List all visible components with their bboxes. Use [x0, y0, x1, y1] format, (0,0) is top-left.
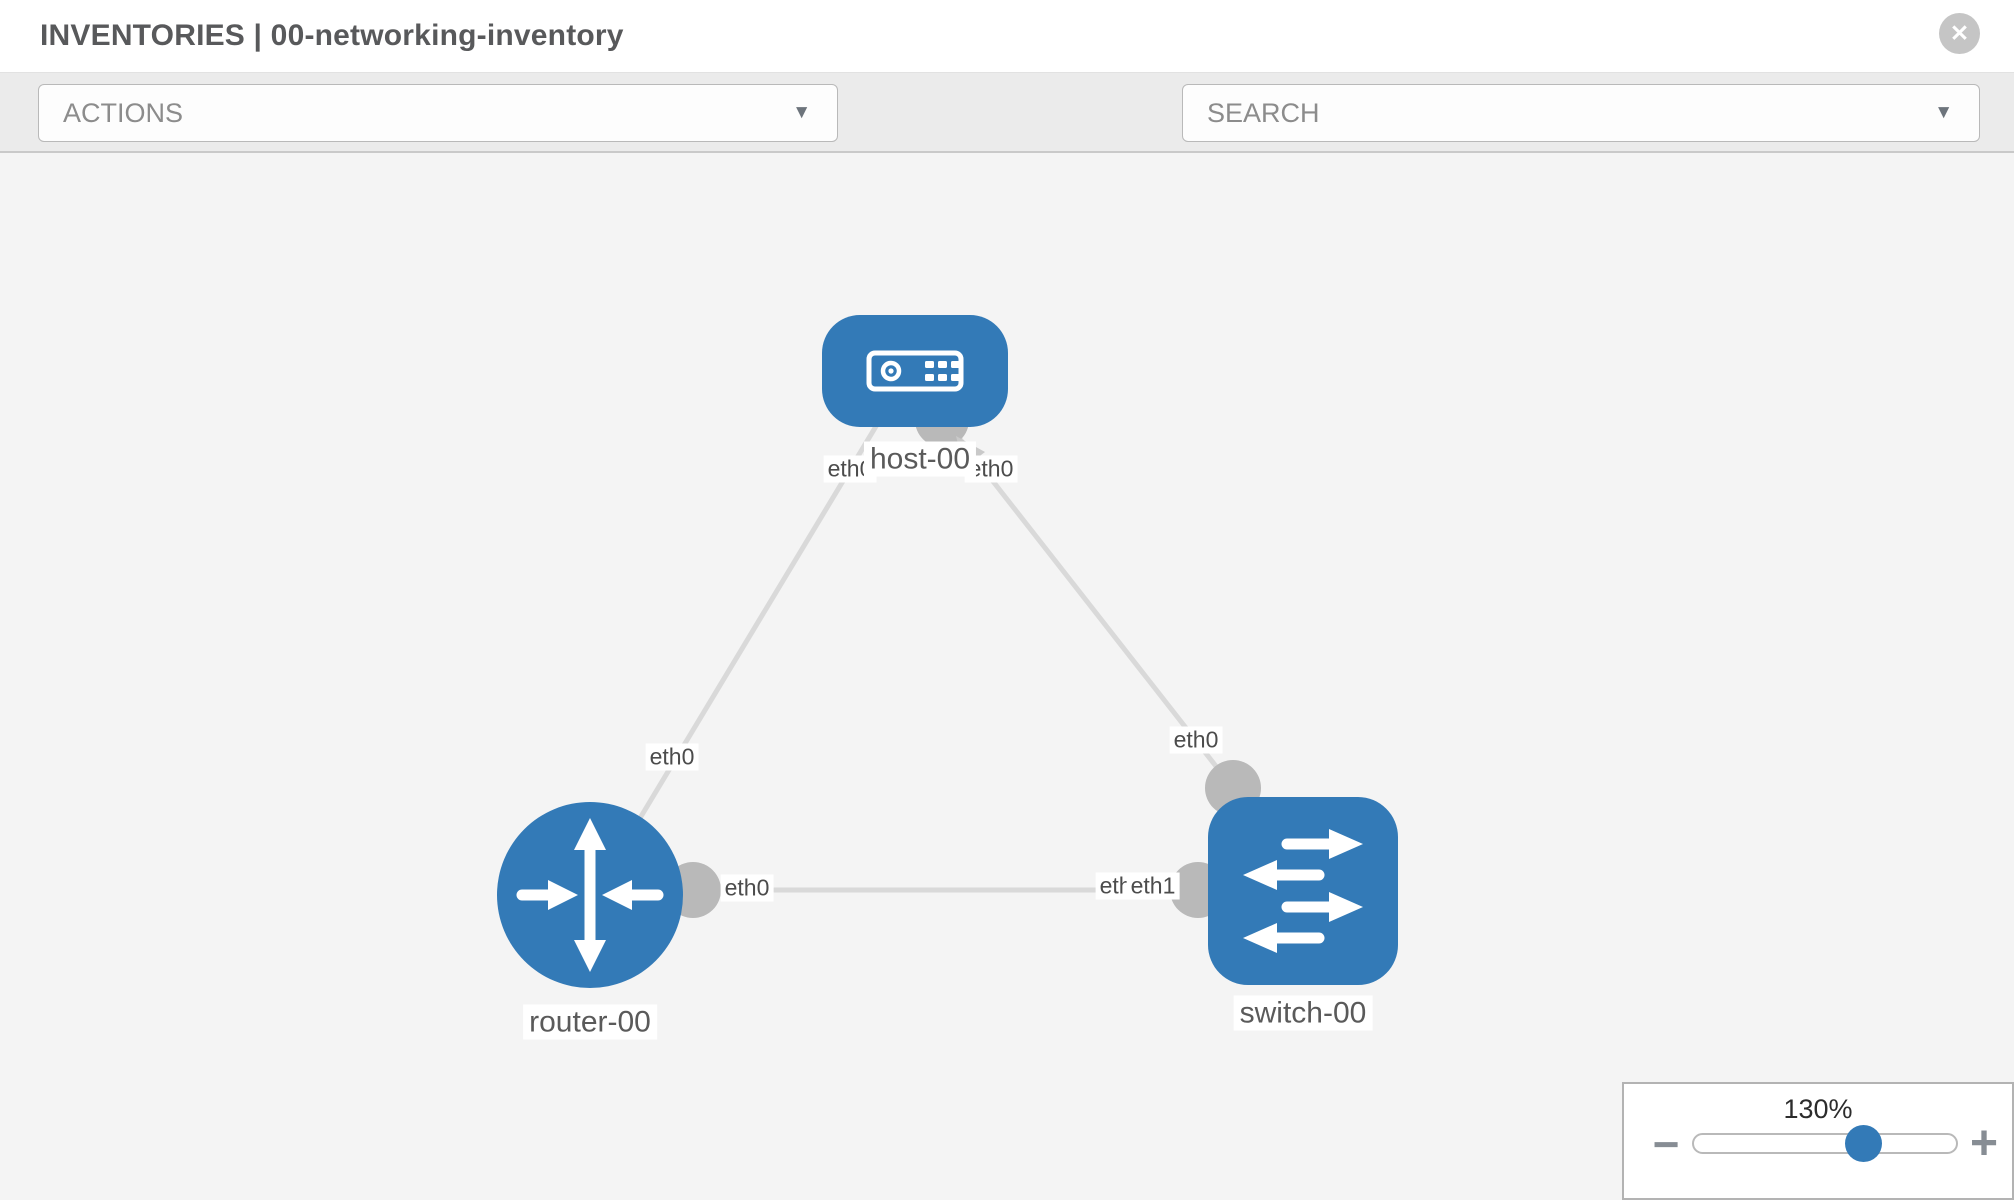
host-icon [866, 350, 964, 392]
toolbar: ACTIONS ▼ SEARCH ▼ [0, 73, 2014, 204]
port-label: eth0 [964, 455, 1018, 483]
zoom-level: 130% [1783, 1094, 1853, 1124]
zoom-in-button[interactable]: + [1969, 1117, 1999, 1170]
topology-graph [497, 315, 1398, 988]
node-router[interactable] [497, 802, 683, 988]
page-title: INVENTORIES | 00-networking-inventory [40, 19, 624, 52]
switch-icon [1243, 829, 1363, 953]
zoom-panel: 130% − + [1622, 1082, 2014, 1200]
actions-dropdown-label: ACTIONS [63, 97, 184, 128]
page-header: INVENTORIES | 00-networking-inventory ✕ [0, 0, 2014, 73]
chevron-down-icon: ▼ [1934, 102, 1953, 123]
node-label-router: router-00 [523, 1004, 657, 1040]
zoom-out-button[interactable]: − [1652, 1118, 1680, 1170]
search-dropdown-label: SEARCH [1207, 97, 1320, 128]
chevron-down-icon: ▼ [792, 102, 811, 123]
topology-canvas[interactable]: eth0 eth0 eth0 eth0 eth0 eth0 eth1 host-… [0, 153, 2014, 1200]
port-label: eth0 [720, 874, 774, 902]
search-dropdown[interactable]: SEARCH ▼ [1182, 84, 1980, 142]
port-label: eth0 [645, 743, 699, 771]
close-glyph: ✕ [1949, 20, 1970, 46]
node-host[interactable] [822, 315, 1008, 427]
port-label: eth1 [1126, 872, 1180, 900]
actions-dropdown[interactable]: ACTIONS ▼ [38, 84, 838, 142]
router-icon [516, 818, 664, 972]
port-label: eth0 [1169, 726, 1223, 754]
zoom-slider-knob[interactable] [1845, 1125, 1882, 1162]
zoom-slider-track[interactable] [1692, 1133, 1958, 1154]
node-label-host: host-00 [863, 441, 977, 477]
close-icon[interactable]: ✕ [1939, 13, 1980, 54]
node-switch[interactable] [1208, 797, 1398, 985]
node-label-switch: switch-00 [1233, 995, 1373, 1031]
